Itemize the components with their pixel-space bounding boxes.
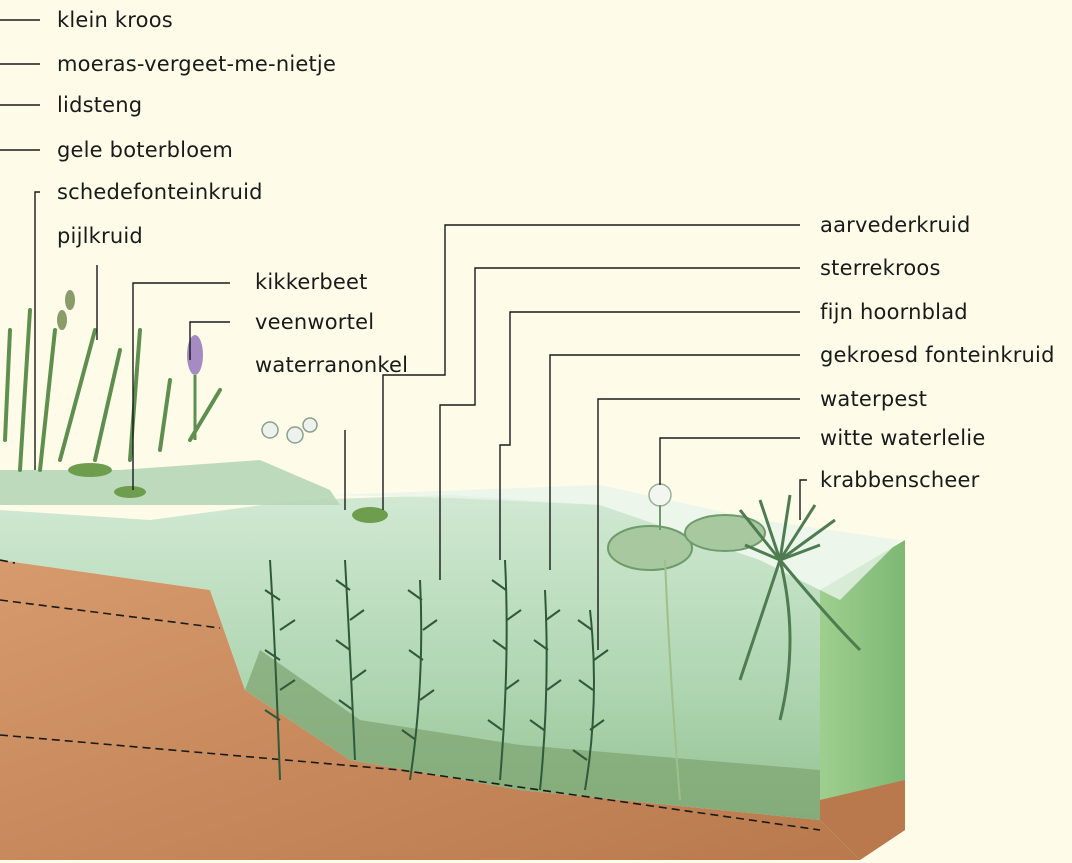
water-lily-flower [649, 484, 671, 506]
bank-top [0, 460, 340, 505]
label-waterpest: waterpest [820, 387, 927, 411]
label-pijlkruid: pijlkruid [57, 224, 143, 248]
label-kikkerbeet: kikkerbeet [255, 270, 368, 294]
label-waterranonkel: waterranonkel [255, 353, 408, 377]
label-schedefonteinkruid: schedefonteinkruid [57, 180, 263, 204]
label-lidsteng: lidsteng [57, 93, 142, 117]
label-veenwortel: veenwortel [255, 310, 374, 334]
label-moeras-vergeet-me-nietje: moeras-vergeet-me-nietje [57, 52, 336, 76]
frogbit-flowers [262, 418, 317, 443]
label-klein-kroos: klein kroos [57, 8, 173, 32]
label-gele-boterbloem: gele boterbloem [57, 138, 233, 162]
shore-plants [5, 310, 220, 470]
label-krabbenscheer: krabbenscheer [820, 468, 979, 492]
water-lily-pad [685, 515, 765, 551]
water-lily-pad [608, 526, 692, 570]
label-gekroesd-fonteinkruid: gekroesd fonteinkruid [820, 343, 1055, 367]
label-fijn-hoornblad: fijn hoornblad [820, 300, 968, 324]
pickerelweed-flowers [57, 290, 75, 330]
label-aarvederkruid: aarvederkruid [820, 213, 970, 237]
label-witte-waterlelie: witte waterlelie [820, 426, 985, 450]
label-sterrekroos: sterrekroos [820, 256, 941, 280]
